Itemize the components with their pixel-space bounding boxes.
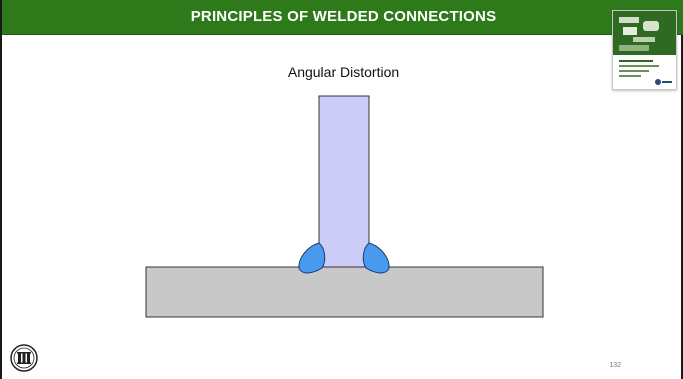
left-fillet-weld — [299, 243, 325, 273]
page-number: 132 — [609, 362, 621, 369]
right-fillet-weld — [363, 243, 389, 273]
base-plate — [146, 267, 543, 317]
stem-plate — [319, 96, 369, 267]
aisc-logo — [10, 344, 38, 372]
